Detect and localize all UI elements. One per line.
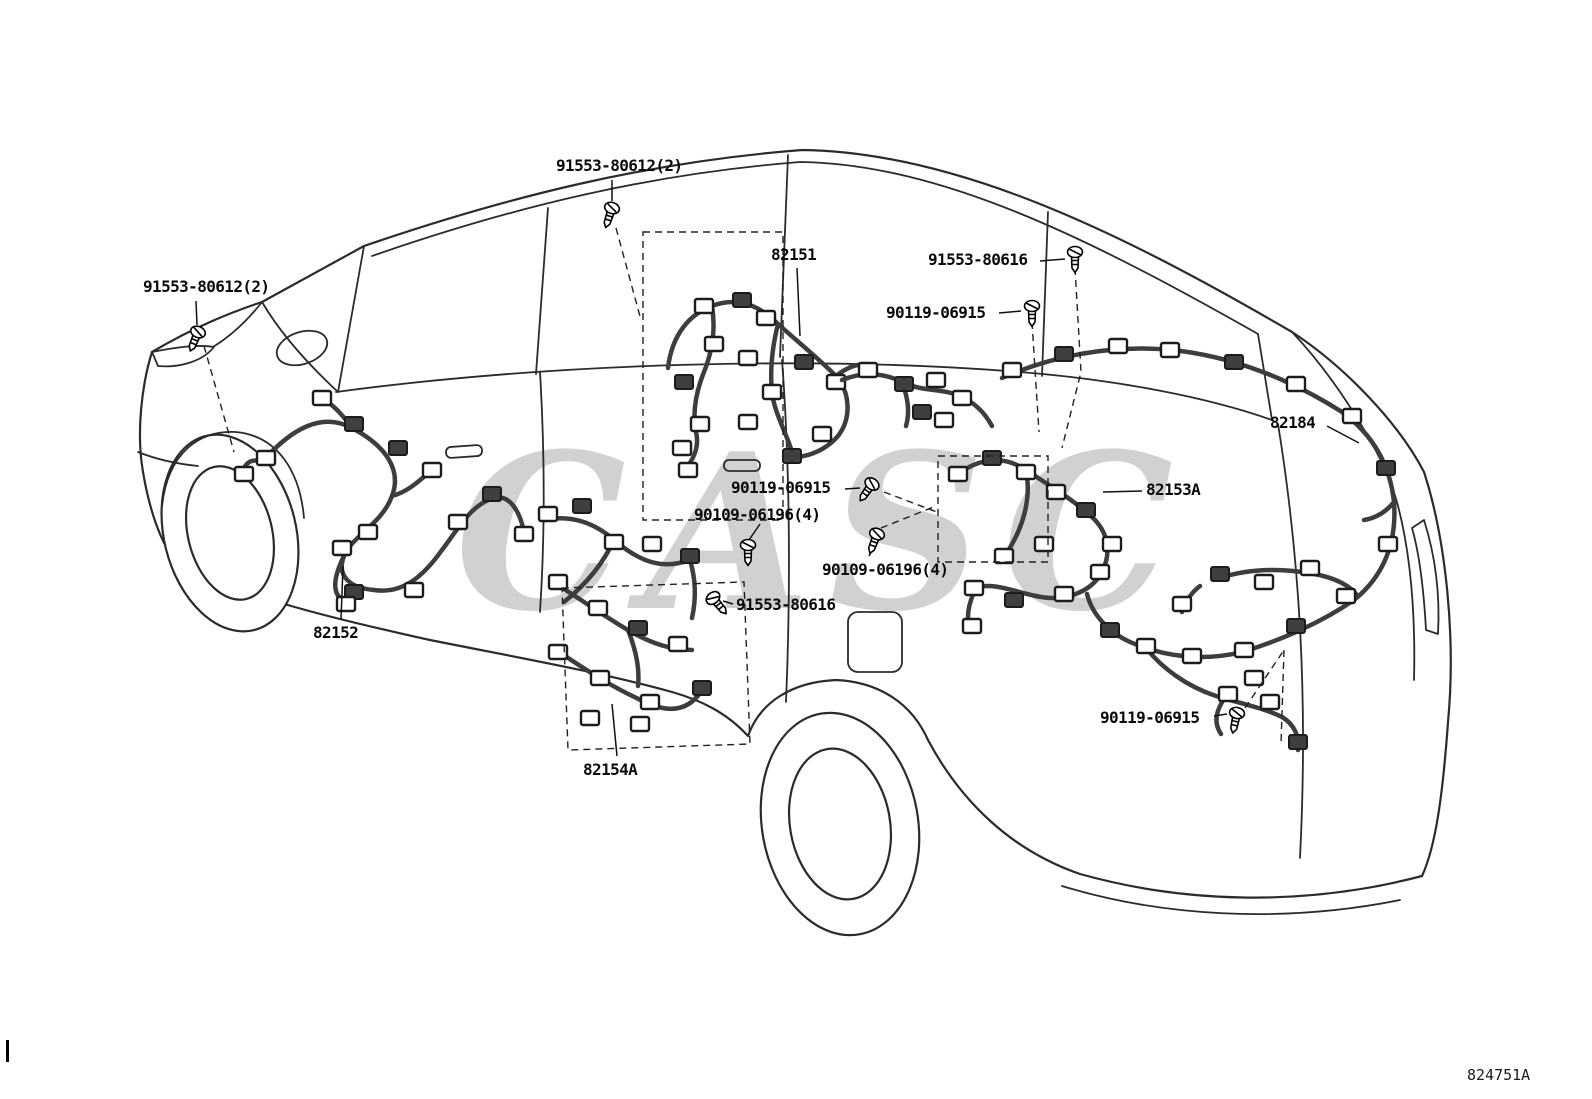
part-label-91553-80616-b: 91553-80616	[736, 595, 836, 614]
part-label-82152: 82152	[313, 623, 359, 642]
rear-wheel-inner	[787, 747, 893, 901]
watermark-text: CASC	[455, 406, 1191, 659]
front-wheel-inner	[184, 465, 276, 601]
part-label-82184: 82184	[1270, 413, 1316, 432]
harness-82153A	[947, 450, 1123, 635]
screw-icon	[1066, 245, 1084, 274]
wheels	[160, 433, 921, 937]
page-edge-tick	[6, 1040, 9, 1062]
part-label-90109-06196-a: 90109-06196(4)	[694, 505, 821, 524]
watermark: CASC	[455, 406, 1191, 659]
screw-icon	[1224, 705, 1247, 736]
part-label-91553-80616-top: 91553-80616	[928, 250, 1028, 269]
harness-cowl-run	[839, 361, 995, 429]
part-label-82151: 82151	[771, 245, 817, 264]
side-mirror	[275, 329, 329, 367]
part-label-82153A: 82153A	[1146, 480, 1201, 499]
vehicle-outline	[138, 148, 1452, 899]
part-label-90109-06196-b: 90109-06196(4)	[822, 560, 949, 579]
harness-82154A	[537, 498, 712, 733]
part-label-82154A: 82154A	[583, 760, 638, 779]
part-label-90119-06915-b: 90119-06915	[731, 478, 831, 497]
screw-icon	[597, 199, 622, 231]
screw-icon	[1023, 299, 1041, 328]
document-number: 824751A	[1467, 1066, 1531, 1084]
door-handle-front	[445, 444, 483, 459]
vehicle-details	[137, 154, 1440, 915]
part-label-90119-06915-a: 90119-06915	[886, 303, 986, 322]
fuel-door	[847, 611, 903, 673]
part-label-91553-80612-top: 91553-80612(2)	[556, 156, 683, 175]
door-handle-sliding	[723, 459, 761, 472]
dashed-guides	[203, 227, 1285, 751]
part-label-91553-80612-left: 91553-80612(2)	[143, 277, 270, 296]
leader-lines	[195, 180, 1360, 757]
part-label-90119-06915-c: 90119-06915	[1100, 708, 1200, 727]
